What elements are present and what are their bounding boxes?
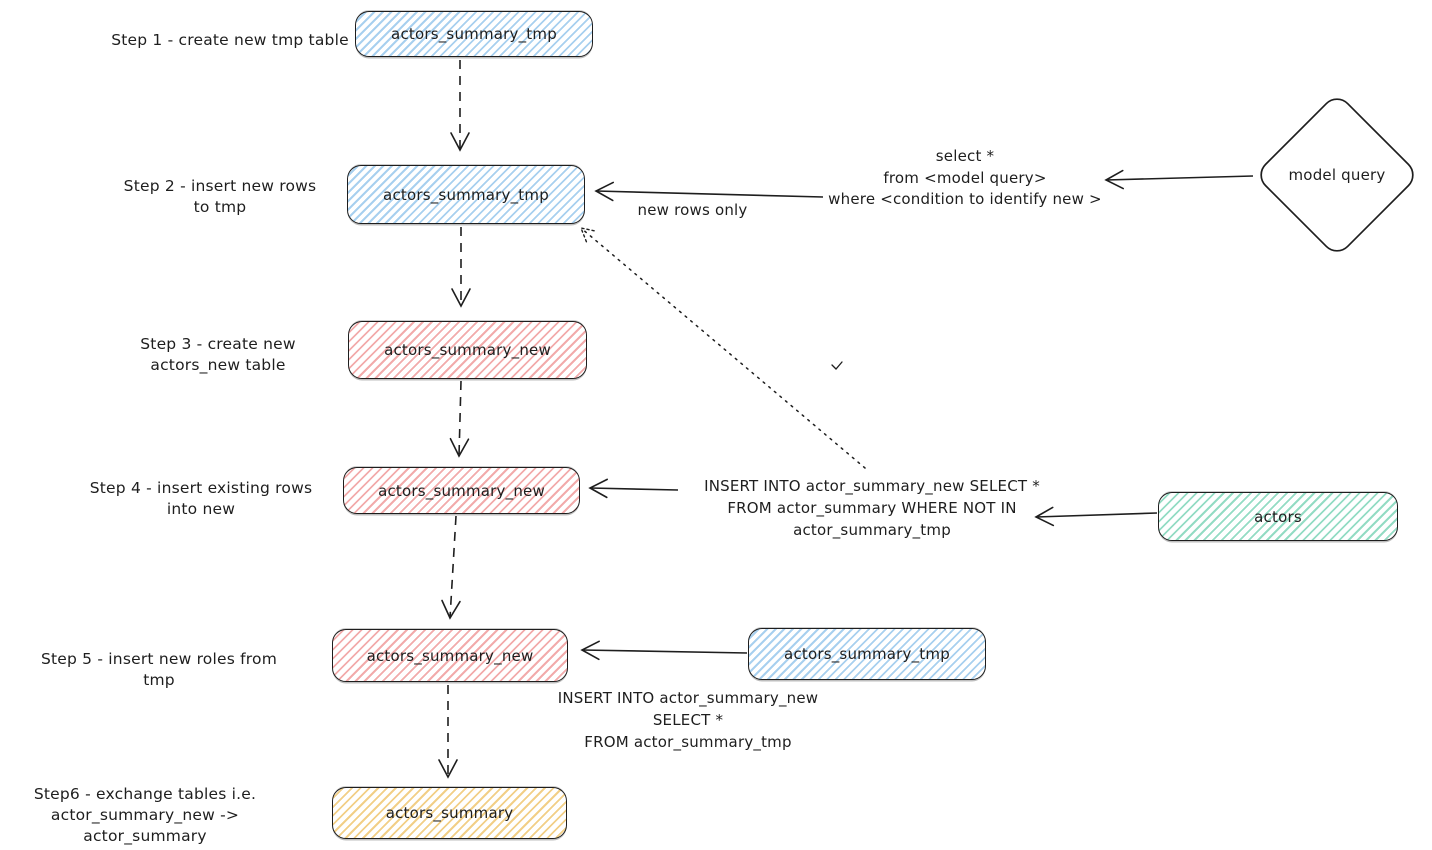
node-step3-actors-summary-new: actors_summary_new bbox=[348, 321, 587, 379]
arrow-select-note-to-step2-node bbox=[594, 181, 824, 202]
new-rows-only-label: new rows only bbox=[637, 201, 748, 219]
node-step6-actors-summary: actors_summary bbox=[332, 787, 567, 839]
node-actors-text: actors bbox=[1254, 507, 1302, 526]
node-step4-text: actors_summary_new bbox=[378, 481, 545, 500]
arrow-step4-to-step5 bbox=[441, 515, 461, 620]
node-step5-text: actors_summary_new bbox=[366, 646, 534, 665]
step4-insert-sql-note: INSERT INTO actor_summary_new SELECT * F… bbox=[704, 477, 1040, 539]
node-step5-actors-summary-new: actors_summary_new bbox=[332, 629, 568, 682]
node-actors: actors bbox=[1158, 492, 1398, 541]
node-step3-text: actors_summary_new bbox=[384, 341, 551, 359]
node-step2-actors-summary-tmp: actors_summary_tmp bbox=[347, 165, 585, 224]
step5-insert-sql-note: INSERT INTO actor_summary_new SELECT * F… bbox=[557, 689, 819, 751]
step2-label: Step 2 - insert new rows to tmp bbox=[123, 177, 317, 216]
select-query-note: select * from <model query> where <condi… bbox=[828, 147, 1102, 208]
stray-pen-tick bbox=[831, 361, 843, 370]
step4-label: Step 4 - insert existing rows into new bbox=[89, 479, 313, 518]
node-source-actors-summary-tmp: actors_summary_tmp bbox=[748, 628, 986, 680]
step1-label: Step 1 - create new tmp table bbox=[111, 31, 349, 49]
node-step1-text: actors_summary_tmp bbox=[391, 25, 557, 43]
node-step1-actors-summary-tmp: actors_summary_tmp bbox=[355, 11, 593, 57]
arrow-tmp-to-step5-node bbox=[580, 640, 748, 661]
dotted-link-insert-note-to-step2-node bbox=[581, 228, 866, 469]
node-source-tmp-text: actors_summary_tmp bbox=[784, 645, 950, 663]
node-step4-actors-summary-new: actors_summary_new bbox=[343, 467, 580, 514]
step3-label: Step 3 - create new actors_new table bbox=[140, 335, 296, 374]
step6-label: Step6 - exchange tables i.e. actor_summa… bbox=[33, 785, 257, 845]
step5-label: Step 5 - insert new roles from tmp bbox=[40, 650, 278, 689]
arrow-step3-to-step4 bbox=[449, 380, 470, 458]
model-query-label: model query bbox=[1288, 166, 1386, 184]
arrow-insert-note-to-step4-node bbox=[588, 478, 679, 499]
node-step2-text: actors_summary_tmp bbox=[383, 185, 549, 204]
node-step6-text: actors_summary bbox=[385, 804, 514, 822]
